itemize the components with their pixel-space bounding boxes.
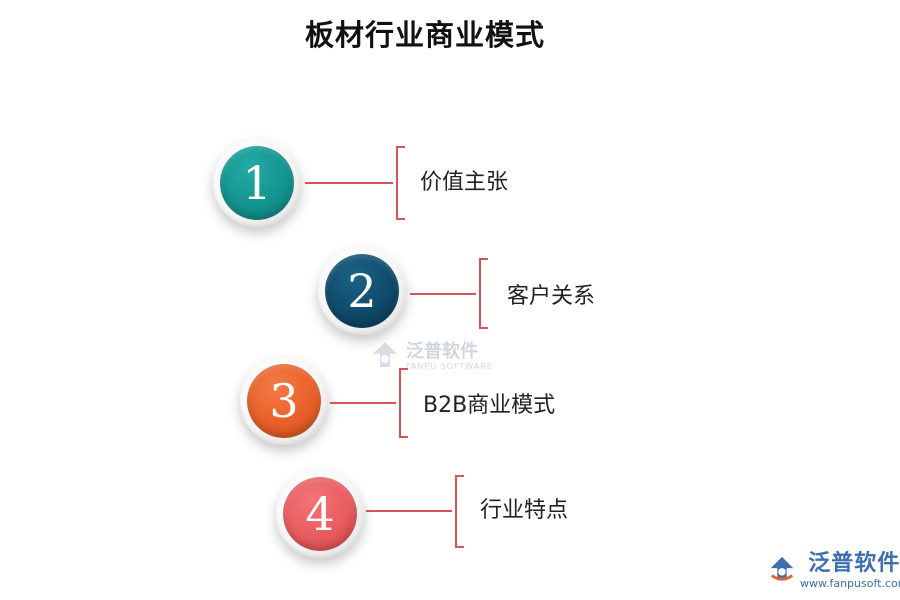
number-text: 2 — [347, 264, 377, 318]
bracket — [396, 146, 405, 220]
watermark-subtitle: FANPU SOFTWARE — [406, 362, 493, 371]
connector-line — [366, 510, 452, 512]
brand-logo: 泛普软件 www.fanpusoft.com — [768, 553, 900, 589]
bracket — [479, 258, 488, 329]
logo-url: www.fanpusoft.com — [800, 577, 900, 590]
number-badge-halo: 3 — [240, 357, 328, 445]
watermark: 泛普软件 FANPU SOFTWARE — [370, 340, 493, 374]
fanpu-logo-icon — [768, 555, 796, 587]
item-label: 价值主张 — [420, 170, 509, 195]
number-text: 3 — [269, 374, 299, 428]
number-text: 1 — [242, 156, 272, 210]
number-badge: 2 — [325, 254, 399, 328]
connector-line — [330, 402, 396, 404]
number-badge-halo: 4 — [276, 470, 364, 558]
number-badge: 3 — [247, 364, 321, 438]
item-label: 客户关系 — [507, 284, 596, 309]
item-label: B2B商业模式 — [423, 393, 556, 418]
bracket — [455, 475, 464, 548]
number-badge-halo: 2 — [318, 247, 406, 335]
fanpu-logo-icon — [370, 340, 400, 374]
connector-line — [410, 293, 476, 295]
watermark-name: 泛普软件 — [406, 341, 478, 362]
number-text: 4 — [305, 487, 335, 541]
logo-name: 泛普软件 — [808, 551, 900, 576]
page-title: 板材行业商业模式 — [304, 18, 545, 52]
number-badge-halo: 1 — [213, 139, 301, 227]
number-badge: 1 — [220, 146, 294, 220]
bracket — [399, 368, 408, 438]
number-badge: 4 — [283, 477, 357, 551]
item-label: 行业特点 — [480, 498, 569, 523]
connector-line — [305, 182, 393, 184]
